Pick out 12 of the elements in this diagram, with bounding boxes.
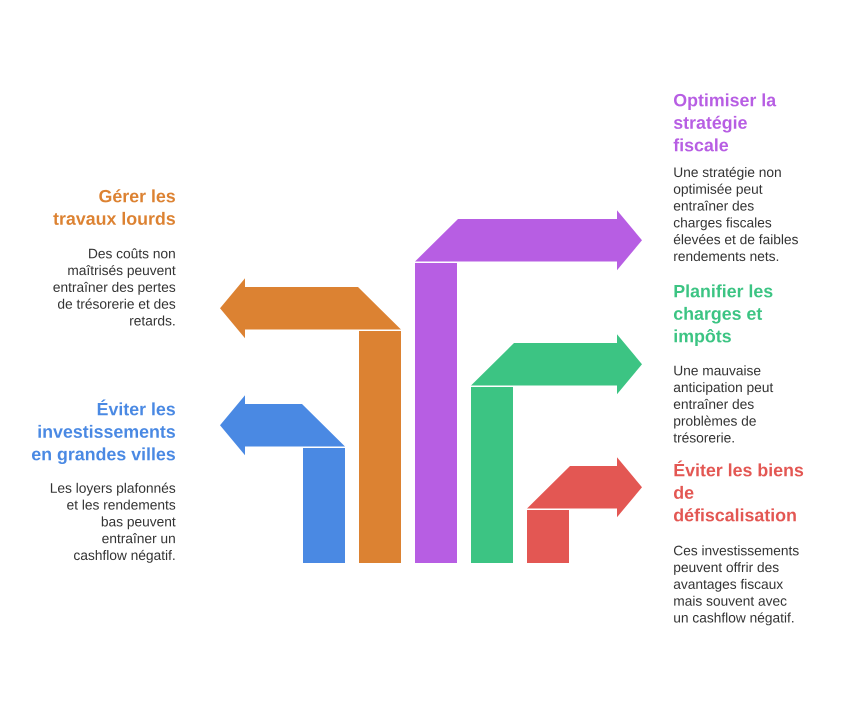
description: Ces investissements peuvent offrir des avantages fiscaux mais souvent avec un cashflow négatif. [674,545,799,626]
description: Des coûts non maîtrisés peuvent entraîner des pertes de trésorerie et des retards. [53,248,176,326]
heading: Optimiser la stratégie fiscale [674,93,776,152]
heading: Éviter les biens de défiscalisation [674,460,804,522]
description: Une stratégie non optimisée peut entraîner des charges fiscales élevées et de faibles rendements nets. [674,166,798,262]
heading: Éviter les investissements en grandes villes [32,400,175,464]
bent-bar [415,210,642,563]
heading: Planifier les charges et impôts [674,284,772,346]
description: Une mauvaise anticipation peut entraîner des problèmes de trésorerie. [673,365,774,443]
bent-bar [220,278,401,563]
heading: Gérer les travaux lourds [53,189,175,225]
description: Les loyers plafonnés et les rendements bas peuvent entraîner un cashflow négatif. [50,482,176,563]
